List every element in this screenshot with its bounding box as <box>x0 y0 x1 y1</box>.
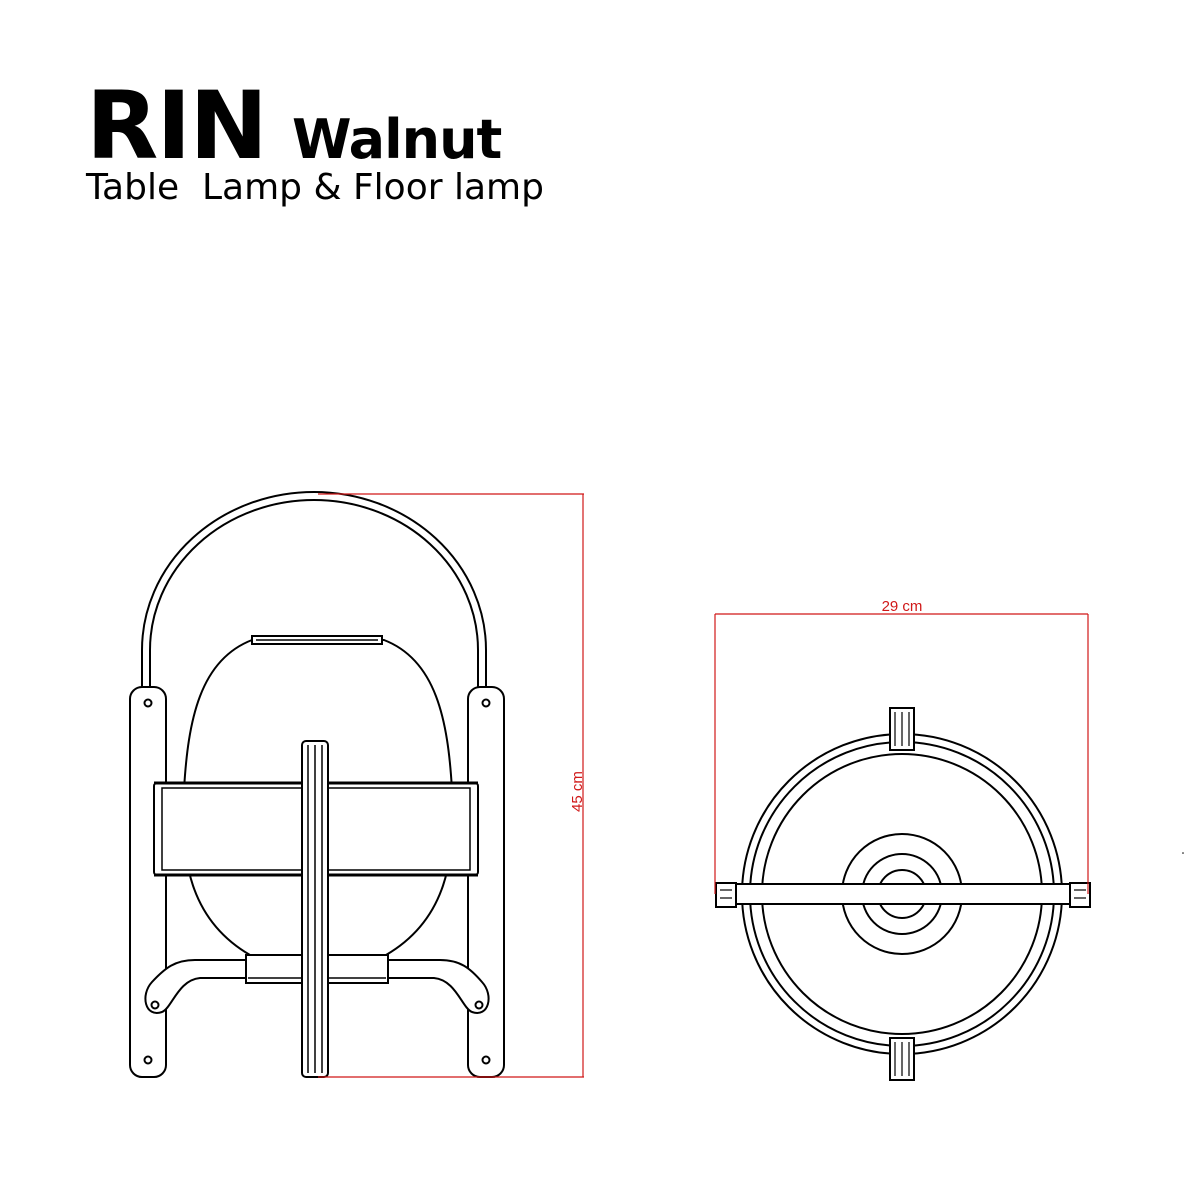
product-title: RIN <box>86 72 268 181</box>
width-label: 29 cm <box>882 598 923 615</box>
handle-arc-inner <box>149 499 479 690</box>
front-view <box>129 491 505 1078</box>
product-subtitle: Table Lamp & Floor lamp <box>86 167 544 208</box>
title-block: RIN Walnut <box>86 72 502 181</box>
handle-arc <box>141 491 487 690</box>
screw-hole <box>143 1055 153 1065</box>
top-view <box>715 707 1091 1081</box>
base-leg-right <box>388 959 490 1014</box>
screw-hole <box>150 1000 160 1010</box>
right-side-plank <box>467 686 505 1078</box>
height-label: 45 cm <box>569 771 586 812</box>
crossbar <box>733 883 1073 905</box>
screw-hole <box>474 1000 484 1010</box>
screw-hole <box>481 698 491 708</box>
screw-hole <box>143 698 153 708</box>
width-dimension <box>714 613 1089 894</box>
stray-dot <box>1182 852 1184 854</box>
product-variant: Walnut <box>292 108 502 171</box>
base-leg-left <box>144 959 248 1014</box>
screw-hole <box>481 1055 491 1065</box>
height-dimension <box>318 493 584 1078</box>
left-side-plank <box>129 686 167 1078</box>
